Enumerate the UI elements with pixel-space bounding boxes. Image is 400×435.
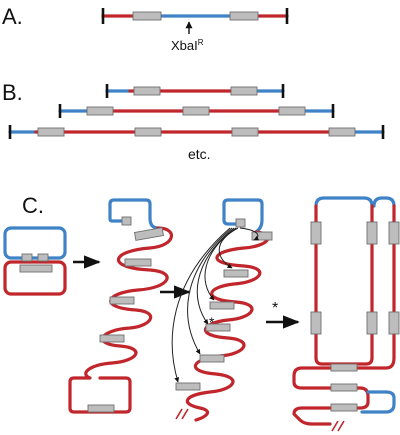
break-mark (337, 420, 345, 432)
repeat-box (278, 106, 306, 116)
repeat-box (209, 301, 235, 310)
repeat-box (251, 231, 273, 241)
repeat-box (21, 253, 33, 262)
repeat-box (99, 334, 125, 343)
recombination-arrow (204, 227, 237, 301)
break-mark (331, 420, 339, 432)
repeat-box (310, 221, 322, 245)
xbai-label: XbaIR (171, 38, 204, 53)
red-coil (68, 226, 174, 414)
repeat-box (205, 323, 231, 332)
red-loop (314, 356, 374, 366)
asterisk-mark: * (209, 314, 215, 330)
recombination-arrow (187, 227, 233, 355)
recombination-arrow (218, 227, 239, 269)
repeat-box (199, 354, 225, 363)
repeat-box (37, 127, 65, 137)
repeat-box (175, 382, 201, 391)
panel-b-row-1 (105, 84, 285, 98)
panel-b-row-3 (8, 125, 385, 139)
repeat-box (388, 221, 400, 245)
recombination-arrow (239, 227, 260, 241)
repeat-box (37, 253, 49, 262)
repeat-box (223, 269, 249, 278)
repeat-box (388, 311, 400, 335)
panel-b-label: B. (2, 80, 23, 105)
repeat-box (310, 311, 322, 335)
panel-c: C. (3, 193, 400, 432)
repeat-box (328, 127, 356, 137)
repeat-box (366, 221, 378, 245)
panel-b-row-2 (58, 104, 335, 118)
panel-c-starred-arrow: * (266, 300, 300, 329)
blue-loop (108, 198, 160, 230)
repeat-box (134, 127, 162, 137)
panel-c-concatemer (68, 198, 174, 414)
red-loop (292, 356, 396, 426)
etc-label: etc. (188, 146, 211, 162)
recombination-arrow (196, 227, 235, 325)
repeat-box (109, 296, 135, 305)
repeat-box (86, 106, 114, 116)
repeat-box (231, 127, 259, 137)
repeat-box (124, 258, 152, 267)
asterisk-mark: * (272, 300, 278, 317)
panel-a-molecule: XbaIR (101, 8, 289, 53)
repeat-box (330, 403, 358, 412)
repeat-box (132, 11, 162, 21)
blue-loop (360, 390, 396, 414)
repeat-box (235, 218, 246, 228)
repeat-box (133, 86, 161, 96)
blue-loop (372, 196, 396, 208)
repeat-box (133, 227, 165, 241)
panel-b: B. (2, 80, 385, 162)
repeat-box (182, 106, 210, 116)
recombination-arrow (171, 227, 231, 383)
panel-c-product (292, 196, 400, 432)
break-mark (181, 408, 189, 420)
panel-c-recombination: * (171, 198, 273, 422)
panel-c-label: C. (22, 193, 44, 218)
xbai-label-sup: R (198, 38, 204, 47)
blue-loop (222, 198, 264, 234)
repeat-box (330, 383, 358, 392)
blue-ring (3, 226, 67, 260)
repeat-box (87, 404, 115, 413)
panel-a-label: A. (2, 4, 23, 29)
xbai-label-main: XbaI (171, 38, 198, 53)
repeat-box (19, 264, 53, 273)
repeat-box (121, 216, 132, 226)
break-mark (175, 408, 183, 420)
repeat-box (330, 363, 358, 372)
repeat-box (229, 11, 259, 21)
blue-loop (314, 196, 374, 208)
panel-c-two-circles (3, 226, 67, 296)
repeat-box (230, 86, 258, 96)
panel-a: A. XbaIR (2, 4, 289, 53)
repeat-box (366, 311, 378, 335)
red-ring (3, 260, 67, 296)
